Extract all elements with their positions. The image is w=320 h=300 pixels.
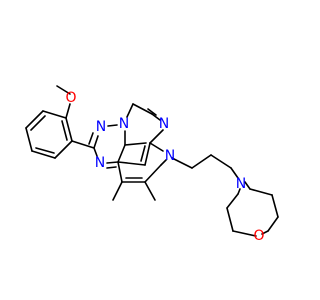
bond-propyl-4 bbox=[230, 167, 239, 179]
bond-methyl-2 bbox=[144, 181, 156, 201]
hetero-bonds bbox=[88, 103, 269, 235]
bond-morph-n-1 bbox=[244, 181, 251, 190]
bond-pyrrole-c1 bbox=[117, 161, 146, 166]
bond-benzene-5 bbox=[54, 140, 73, 159]
bond-benzene-dbl-1 bbox=[30, 115, 46, 131]
atom-n-triazole-3: N bbox=[95, 155, 105, 171]
bond-triazole-n1-n2 bbox=[107, 124, 118, 127]
bond-propyl-1 bbox=[171, 157, 193, 169]
bond-c8a-c8b bbox=[117, 144, 126, 163]
bond-benzene-2 bbox=[25, 110, 44, 129]
bond-morph-3 bbox=[267, 216, 279, 232]
bond-triazole-c-n1-dbl bbox=[88, 132, 94, 145]
bond-pyrrole-dbl bbox=[140, 145, 146, 162]
bond-benzene-dbl-3 bbox=[61, 120, 68, 141]
bond-ch-n4 bbox=[151, 113, 161, 121]
atom-n-triazole-2: N bbox=[119, 116, 129, 132]
bond-morph-4 bbox=[232, 230, 257, 237]
atom-o-morpholine: O bbox=[253, 228, 264, 244]
bond-triazole-c-n1 bbox=[93, 135, 99, 149]
atom-n-morpholine: N bbox=[236, 176, 246, 192]
bond-pyrrole-c3 bbox=[117, 161, 123, 183]
bond-core-c-c bbox=[124, 142, 147, 146]
bond-morph-5 bbox=[226, 207, 234, 232]
bond-benzene-3 bbox=[25, 127, 33, 152]
bond-pyrim-ch-1 bbox=[132, 103, 153, 115]
bond-pyrrole-c5 bbox=[144, 164, 162, 183]
bond-c-n5 bbox=[149, 142, 164, 152]
bond-morph-2 bbox=[271, 194, 279, 218]
bond-propyl-2 bbox=[191, 154, 212, 169]
bond-ch-n4-dbl bbox=[147, 108, 157, 116]
bond-o-aryl bbox=[65, 103, 71, 119]
bond-benzene-dbl-2 bbox=[35, 147, 55, 154]
carbon-bonds bbox=[25, 85, 279, 237]
bond-benzene-1 bbox=[42, 110, 67, 119]
bond-triazole-n3-c-dbl bbox=[106, 166, 117, 169]
bond-methoxy-methyl bbox=[56, 85, 71, 95]
bond-n4-c bbox=[149, 129, 164, 144]
chemical-structure-diagram: O N N N N N N O bbox=[25, 85, 279, 244]
bond-morph-n-2 bbox=[237, 188, 241, 195]
bond-morph-1 bbox=[249, 188, 273, 196]
bond-benzene-4 bbox=[31, 150, 56, 159]
bond-pyrrole-c2 bbox=[144, 142, 151, 166]
atom-labels: O N N N N N N O bbox=[65, 90, 264, 244]
atom-n-pyrimidine: N bbox=[159, 116, 169, 132]
bond-morph-o-1 bbox=[261, 230, 269, 235]
bond-methyl-1 bbox=[112, 181, 123, 201]
atom-n-triazole-1: N bbox=[96, 119, 106, 135]
bond-triazole-c-n3 bbox=[93, 147, 98, 157]
bond-n2-ch bbox=[126, 103, 134, 118]
bond-n5-c bbox=[160, 159, 167, 166]
bond-propyl-3 bbox=[210, 154, 232, 169]
bond-morph-6 bbox=[226, 193, 239, 209]
bond-aryl-triazole bbox=[71, 140, 95, 149]
bond-triazole-n3-c bbox=[106, 161, 119, 164]
atom-n-pyrrole: N bbox=[165, 148, 175, 164]
bond-benzene-6 bbox=[65, 117, 73, 142]
atom-o-methoxy: O bbox=[65, 90, 76, 106]
